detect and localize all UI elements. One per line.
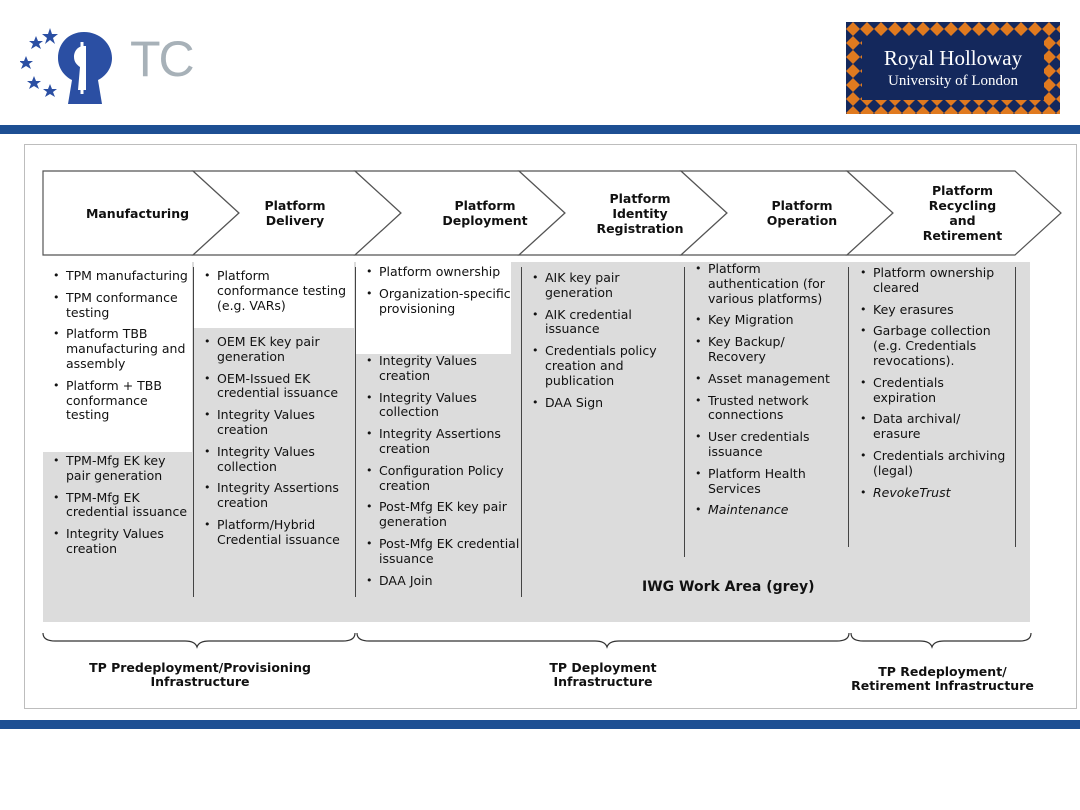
list-item: TPM-Mfg EK credential issuance [43, 490, 192, 521]
column-delivery-white: Platform conformance testing (e.g. VARs) [194, 262, 354, 328]
phase-chevrons [42, 170, 1062, 256]
list-item: Post-Mfg EK key pair generation [356, 500, 521, 530]
list-item: Platform TBB manufacturing and assembly [43, 326, 192, 371]
list-item: Key erasures [850, 302, 1010, 318]
list-item: Credentials policy creation and publicat… [522, 343, 682, 388]
infrastructure-braces [42, 632, 1032, 649]
list-item: DAA Join [356, 573, 521, 589]
list-item: Platform ownership cleared [850, 265, 1010, 296]
rh-logo-panel: Royal Holloway University of London [862, 36, 1044, 100]
column-delivery-grey: OEM EK key pair generation OEM-Issued EK… [194, 334, 354, 555]
list-item: Platform + TBB conformance testing [43, 378, 192, 423]
list-item: User credentials issuance [685, 429, 845, 460]
list-item: Key Backup/ Recovery [685, 334, 845, 365]
tc-logo-text: TC [130, 31, 195, 87]
column-divider [1015, 267, 1016, 547]
bottom-divider-bar [0, 720, 1080, 729]
list-item: Integrity Values collection [356, 390, 521, 421]
list-item: Trusted network connections [685, 393, 845, 424]
column-deployment-grey: Integrity Values creation Integrity Valu… [356, 353, 521, 595]
list-item: Credentials expiration [850, 375, 1010, 406]
list-item: AIK credential issuance [522, 307, 682, 338]
column-manufacturing-white: TPM manufacturing TPM conformance testin… [43, 262, 192, 452]
list-item: Integrity Values creation [194, 407, 354, 438]
iwg-work-area-label: IWG Work Area (grey) [642, 579, 815, 595]
list-item: Platform authentication (for various pla… [685, 261, 845, 306]
rh-logo-title: Royal Holloway [883, 46, 1023, 70]
list-item: Configuration Policy creation [356, 463, 521, 494]
list-item: Integrity Values collection [194, 444, 354, 475]
list-item: Integrity Values creation [356, 353, 521, 384]
list-item: OEM-Issued EK credential issuance [194, 371, 354, 402]
column-divider [521, 267, 522, 597]
list-item: OEM EK key pair generation [194, 334, 354, 365]
column-platform-operation: Platform authentication (for various pla… [685, 261, 845, 525]
list-item: TPM-Mfg EK key pair generation [43, 453, 192, 484]
brace-predeployment [42, 632, 356, 649]
list-item: Integrity Assertions creation [194, 481, 354, 511]
list-item: Organization-specific provisioning [356, 286, 511, 317]
brace-deployment [356, 632, 850, 649]
column-deployment-white: Platform ownership Organization-specific… [356, 262, 511, 354]
royal-holloway-logo: Royal Holloway University of London [846, 22, 1060, 114]
list-item: Platform conformance testing (e.g. VARs) [194, 268, 354, 313]
list-item: Maintenance [685, 503, 845, 518]
tc-logo [19, 24, 195, 109]
column-manufacturing-grey: TPM-Mfg EK key pair generation TPM-Mfg E… [43, 453, 192, 564]
list-item: Key Migration [685, 313, 845, 328]
chevron-recycling-retirement [845, 170, 1062, 256]
column-recycling-retirement: Platform ownership cleared Key erasures … [850, 265, 1010, 507]
top-divider-bar [0, 125, 1080, 134]
brace-redeployment [850, 632, 1032, 649]
list-item: RevokeTrust [850, 485, 1010, 501]
list-item: Garbage collection (e.g. Credentials rev… [850, 323, 1010, 368]
list-item: Integrity Values creation [43, 526, 192, 557]
list-item: TPM manufacturing [43, 268, 192, 284]
list-item: Asset management [685, 371, 845, 387]
header: TC Royal Holloway University of London [0, 0, 1080, 124]
list-item: Data archival/ erasure [850, 412, 1010, 442]
tc-keyhole-icon [19, 28, 112, 104]
list-item: Platform Health Services [685, 466, 845, 497]
list-item: AIK key pair generation [522, 270, 682, 301]
column-divider [848, 267, 849, 547]
column-identity-registration: AIK key pair generation AIK credential i… [522, 270, 682, 417]
phase-manufacturing: Manufacturing [85, 205, 190, 221]
list-item: TPM conformance testing [43, 290, 192, 321]
brace-label-redeployment: TP Redeployment/Retirement Infrastructur… [851, 664, 1034, 693]
list-item: Integrity Assertions creation [356, 426, 521, 457]
list-item: Post-Mfg EK credential issuance [356, 536, 521, 567]
list-item: Platform ownership [356, 264, 511, 280]
list-item: Credentials archiving (legal) [850, 448, 1010, 479]
list-item: Platform/Hybrid Credential issuance [194, 517, 354, 548]
rh-logo-subtitle: University of London [888, 73, 1018, 89]
list-item: DAA Sign [522, 395, 682, 411]
